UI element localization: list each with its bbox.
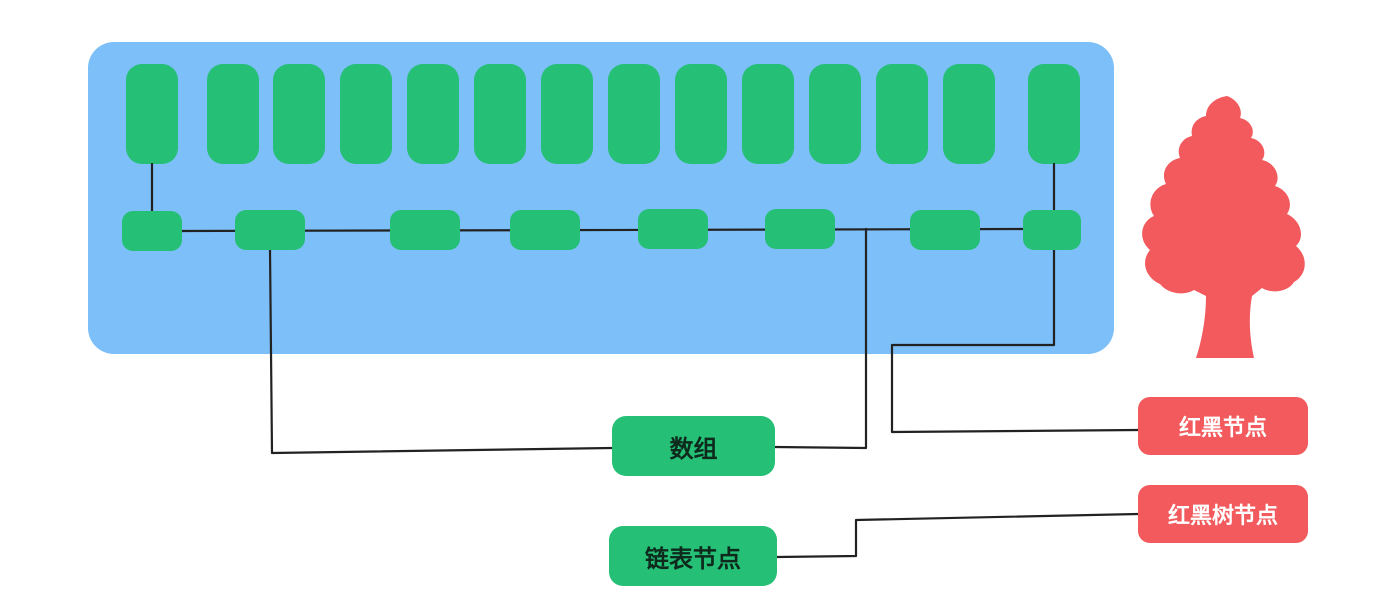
array-label: 数组 bbox=[612, 416, 775, 476]
list-node-label: 链表节点 bbox=[609, 526, 777, 586]
tree-icon bbox=[1142, 96, 1305, 358]
array-bucket bbox=[474, 64, 526, 164]
list-node bbox=[510, 210, 580, 250]
array-bucket bbox=[407, 64, 459, 164]
rb-node-callout-line bbox=[890, 248, 1140, 434]
linked-list-chain bbox=[180, 227, 1026, 233]
list-node bbox=[1023, 210, 1081, 250]
rb-node-label: 红黑节点 bbox=[1138, 397, 1308, 455]
array-bucket bbox=[742, 64, 794, 164]
array-bucket bbox=[126, 64, 178, 164]
array-callout-line-right bbox=[773, 227, 868, 450]
list-node bbox=[390, 210, 460, 250]
connector-lines bbox=[150, 162, 1140, 559]
list-node-callout-line bbox=[775, 512, 1140, 559]
array-bucket bbox=[876, 64, 928, 164]
list-node bbox=[638, 209, 708, 249]
array-bucket bbox=[541, 64, 593, 164]
array-bucket bbox=[207, 64, 259, 164]
array-buckets bbox=[126, 64, 1080, 164]
rb-tree-node-label: 红黑树节点 bbox=[1138, 485, 1308, 543]
array-bucket bbox=[273, 64, 325, 164]
array-bucket bbox=[809, 64, 861, 164]
array-bucket bbox=[340, 64, 392, 164]
array-callout-line-left bbox=[268, 248, 614, 455]
list-node bbox=[235, 210, 305, 250]
array-bucket bbox=[675, 64, 727, 164]
list-node bbox=[910, 210, 980, 250]
list-node bbox=[765, 209, 835, 249]
array-bucket bbox=[943, 64, 995, 164]
array-bucket bbox=[1028, 64, 1080, 164]
list-nodes bbox=[122, 209, 1081, 251]
list-node bbox=[122, 211, 182, 251]
array-bucket bbox=[608, 64, 660, 164]
